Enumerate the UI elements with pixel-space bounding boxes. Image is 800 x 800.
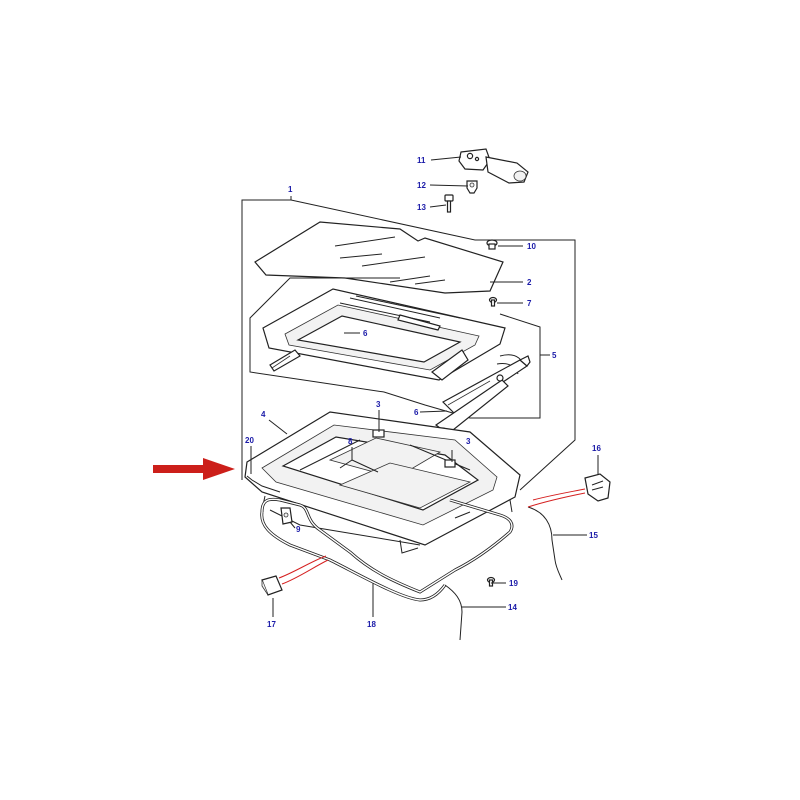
- callout-1: 1: [288, 185, 293, 194]
- callout-6-upper: 6: [363, 329, 368, 338]
- drain-hose-15: [527, 488, 586, 581]
- callout-4: 4: [261, 410, 266, 419]
- callout-2: 2: [527, 278, 532, 287]
- fastener-10: [486, 239, 498, 250]
- callout-20: 20: [245, 436, 254, 445]
- sunroof-frame: [262, 288, 526, 381]
- callout-18: 18: [367, 620, 376, 629]
- drain-hose-14: [444, 584, 463, 641]
- connector-16: [584, 473, 611, 502]
- assembly-outline-1: [241, 199, 291, 480]
- callout-19: 19: [509, 579, 518, 588]
- fastener-7: [488, 296, 498, 307]
- callouts: 1 2 3 3 4 5 6 6 7 8 9 10 11 12 13 14 15 …: [245, 156, 601, 629]
- drain-tube-18: [260, 497, 514, 602]
- callout-15: 15: [589, 531, 598, 540]
- clip-9: [280, 507, 293, 525]
- callout-7: 7: [527, 299, 532, 308]
- callout-3-lower: 3: [466, 437, 471, 446]
- red-arrow-icon: [153, 458, 235, 480]
- assembly-outline-1-right: [290, 199, 576, 491]
- callout-11: 11: [417, 156, 426, 165]
- callout-8: 8: [348, 437, 353, 446]
- motor-assembly: [444, 148, 529, 213]
- connector-17: [261, 555, 329, 596]
- callout-5: 5: [552, 351, 557, 360]
- callout-17: 17: [267, 620, 276, 629]
- callout-6-lower: 6: [414, 408, 419, 417]
- callout-9: 9: [296, 525, 301, 534]
- rail-assembly: [434, 355, 531, 435]
- callout-14: 14: [508, 603, 517, 612]
- lower-frame-4: [244, 411, 521, 554]
- clip-19: [486, 576, 496, 587]
- callout-12: 12: [417, 181, 426, 190]
- callout-10: 10: [527, 242, 536, 251]
- seal-20: [246, 475, 281, 493]
- frame-assembly-outline-5: [249, 277, 541, 419]
- callout-13: 13: [417, 203, 426, 212]
- leader-lines: [250, 156, 599, 617]
- callout-16: 16: [592, 444, 601, 453]
- glass-panel: [254, 221, 504, 294]
- callout-3-upper: 3: [376, 400, 381, 409]
